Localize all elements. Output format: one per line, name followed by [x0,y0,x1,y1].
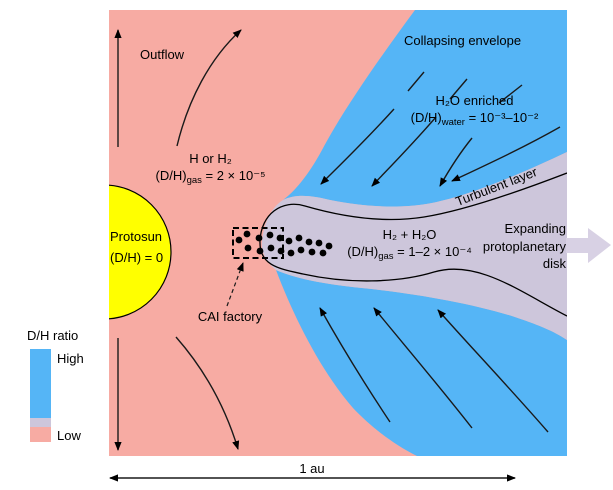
legend-low-label: Low [57,428,81,443]
cai-dot [235,236,243,244]
expanding-disk-label: Expanding protoplanetary disk [448,220,566,273]
h2-h2o-line: H₂ + H₂O [382,227,437,242]
cai-dot [305,238,313,246]
legend-high-swatch [30,349,51,418]
collapsing-envelope-label: Collapsing envelope [404,33,522,48]
cai-dots [235,230,333,257]
collapsing-envelope-lower-region [276,270,567,456]
cai-dot [297,246,305,254]
cai-dot [267,244,275,252]
expanding-line1: Expanding [504,221,566,236]
cai-dot [255,234,263,242]
cai-dot [243,230,251,238]
collapsing-envelope-upper-region [283,10,567,207]
outflow-arrow-down-curved [175,336,240,450]
legend-high-label: High [57,351,84,366]
infall-arrow [320,108,395,185]
legend-title: D/H ratio [27,328,79,343]
infall-arrow-turbulent [451,126,561,182]
gas-outer-label: H or H₂ (D/H)gas = 2 × 10⁻⁵ [128,150,293,186]
cai-dot [244,244,252,252]
expanding-line3: disk [542,256,566,271]
cai-dot [308,248,316,256]
h2o-enriched-line: H₂O enriched [435,93,514,108]
protosun [109,184,172,320]
cai-dot [325,242,333,250]
expanding-line2: protoplanetary [482,238,566,254]
cai-dot [266,231,274,239]
legend-mid-swatch [30,418,51,427]
cai-dot [277,247,285,255]
infall-arrow-lower [319,307,391,423]
cai-dot [285,237,293,245]
scale-label: 1 au [299,461,325,476]
dh-gas-disk-equation: (D/H)gas = 1–2 × 10⁻⁴ [347,244,472,262]
h2o-enriched-label: H₂O enriched (D/H)water = 10⁻³–10⁻² [372,92,577,128]
cai-leader-arrow [226,262,244,307]
infall-arrow-lower [373,307,473,429]
cai-dot [295,234,303,242]
infall-arrow-segment [407,71,425,92]
infall-arrow [439,137,473,187]
protoplanetary-disk-region [261,152,567,340]
arrow-group [114,29,561,451]
protosun-label-line1: Protosun [110,229,163,244]
cai-dot [315,239,323,247]
cai-dot [319,249,327,257]
protosun-label-line2: (D/H) = 0 [110,250,164,265]
cai-dot [276,234,284,242]
infall-arrow-segment [449,78,468,100]
cai-factory-label: CAI factory [197,309,263,324]
infall-arrow [371,116,437,187]
infall-arrow-segment [498,84,523,104]
h-or-h2-line: H or H₂ [189,151,232,166]
protosun-label: Protosun (D/H) = 0 [110,226,163,268]
cai-dot [287,249,295,257]
infall-arrow-lower [437,309,549,433]
dh-gas-outer-equation: (D/H)gas = 2 × 10⁻⁵ [155,168,266,186]
cai-dot [256,247,264,255]
legend-low-swatch [30,427,51,442]
cai-factory-box [232,227,284,259]
outflow-label: Outflow [140,47,185,62]
dh-water-equation: (D/H)water = 10⁻³–10⁻² [410,110,539,128]
expanding-disk-arrow [566,228,611,263]
disk-gas-label: H₂ + H₂O (D/H)gas = 1–2 × 10⁻⁴ [312,226,507,262]
outflow-arrow-curved [176,29,242,147]
